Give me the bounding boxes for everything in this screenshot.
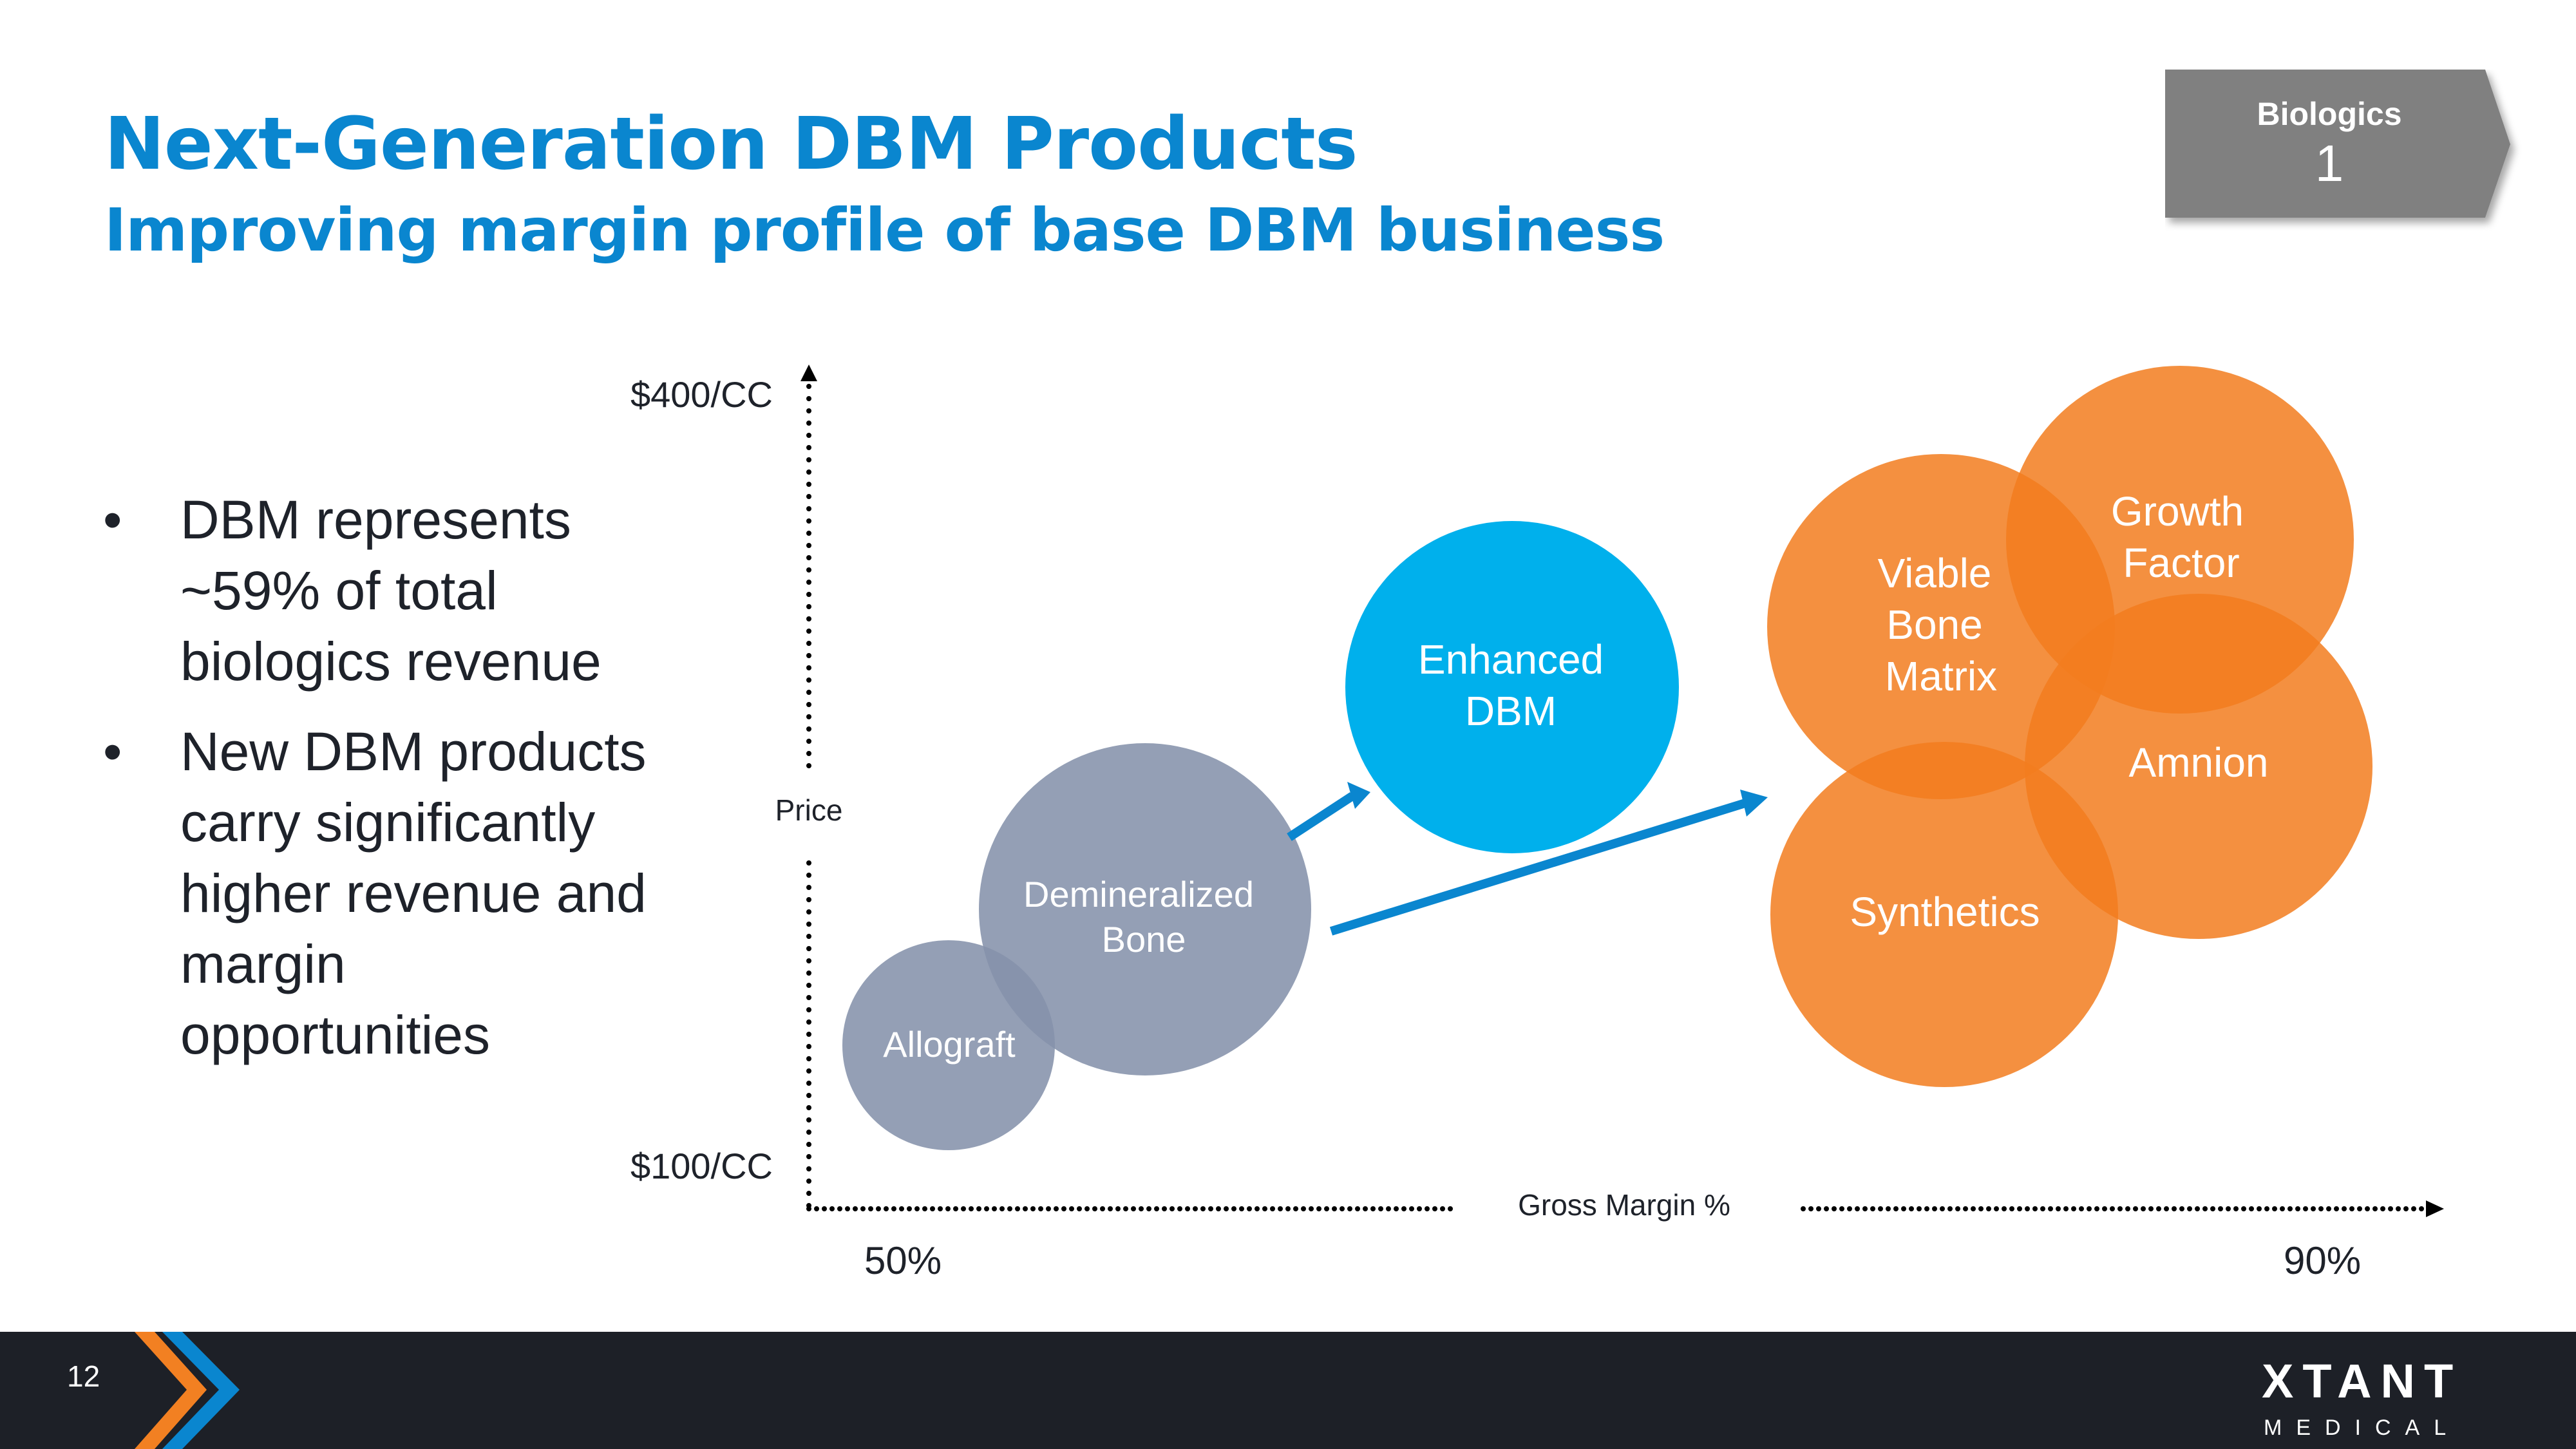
bubble-label-amnion: Amnion — [2129, 739, 2269, 786]
y-axis-title: Price — [775, 793, 843, 827]
company-logo: XTANT MEDICAL — [2262, 1358, 2462, 1439]
x-axis-right-label: 90% — [2284, 1239, 2361, 1282]
bubble-demineralized-bone — [979, 743, 1311, 1075]
chevron-accent-icon — [135, 1332, 240, 1449]
bubble-label-synthetics: Synthetics — [1850, 889, 2040, 935]
x-axis-left-label: 50% — [864, 1239, 942, 1282]
y-axis-bottom-label: $100/CC — [630, 1146, 773, 1186]
page-number: 12 — [67, 1359, 100, 1393]
bullet-item: • New DBM products carry significantly h… — [103, 716, 721, 1070]
bullet-line: New DBM products — [180, 721, 647, 782]
x-axis-arrowhead — [2426, 1200, 2444, 1217]
bubble-label-demineralized-bone: Demineralized — [1023, 874, 1254, 914]
slide-title: Next-Generation DBM Products — [104, 102, 1358, 186]
bullet-line: DBM represents — [180, 489, 571, 550]
logo-subtext: MEDICAL — [2264, 1416, 2461, 1440]
bullet-line: margin — [180, 934, 346, 994]
bubble-label-growth-factor: Factor — [2123, 540, 2239, 586]
bullet-line: opportunities — [180, 1005, 490, 1065]
bubble-synthetics — [1770, 742, 2118, 1087]
section-badge: Biologics 1 — [2165, 70, 2513, 218]
bullet-line: carry significantly — [180, 792, 596, 853]
orange-chevron-icon — [135, 1332, 207, 1449]
bullet-marker: • — [103, 721, 122, 782]
badge-arrow-shape — [2165, 70, 2510, 218]
arrow-to-orange-group-head — [1740, 790, 1768, 817]
footer-bar: 12 XTANT MEDICAL — [0, 1332, 2576, 1449]
slide-subtitle: Improving margin profile of base DBM bus… — [104, 196, 1665, 265]
bullet-list: • DBM represents ~59% of total biologics… — [103, 484, 721, 1090]
badge-category: Biologics — [2257, 96, 2402, 132]
bubble-amnion — [2025, 594, 2372, 939]
logo-wordmark: XTANT — [2262, 1354, 2463, 1408]
bullet-item: • DBM represents ~59% of total biologics… — [103, 484, 721, 697]
bubble-enhanced-dbm — [1345, 521, 1679, 853]
y-axis-top-label: $400/CC — [630, 374, 773, 415]
y-axis-arrowhead — [800, 365, 817, 381]
bubble-label-growth-factor: Growth — [2111, 488, 2244, 535]
bubble-label-enhanced-dbm: Enhanced — [1418, 636, 1604, 683]
bullet-line: ~59% of total — [180, 560, 498, 621]
bubble-label-allograft: Allograft — [883, 1024, 1016, 1065]
bullet-line: higher revenue and — [180, 863, 647, 923]
bubble-label-viable-bone-matrix: Matrix — [1885, 653, 1997, 699]
badge-number: 1 — [2315, 135, 2344, 192]
bullet-marker: • — [103, 489, 122, 550]
arrow-to-enhanced-dbm-head — [1347, 782, 1370, 809]
arrow-to-enhanced-dbm — [1287, 792, 1355, 841]
bubble-label-enhanced-dbm: DBM — [1465, 688, 1557, 734]
bubble-label-viable-bone-matrix: Viable — [1878, 550, 1992, 596]
positioning-diagram: $400/CC $100/CC Price Gross Margin % 50%… — [630, 365, 2444, 1282]
x-axis-title: Gross Margin % — [1518, 1188, 1730, 1222]
bubble-label-demineralized-bone: Bone — [1102, 919, 1186, 960]
bubble-label-viable-bone-matrix: Bone — [1886, 601, 1982, 648]
bullet-line: biologics revenue — [180, 631, 601, 692]
arrow-to-orange-group — [1329, 799, 1747, 936]
blue-chevron-icon — [162, 1332, 240, 1449]
